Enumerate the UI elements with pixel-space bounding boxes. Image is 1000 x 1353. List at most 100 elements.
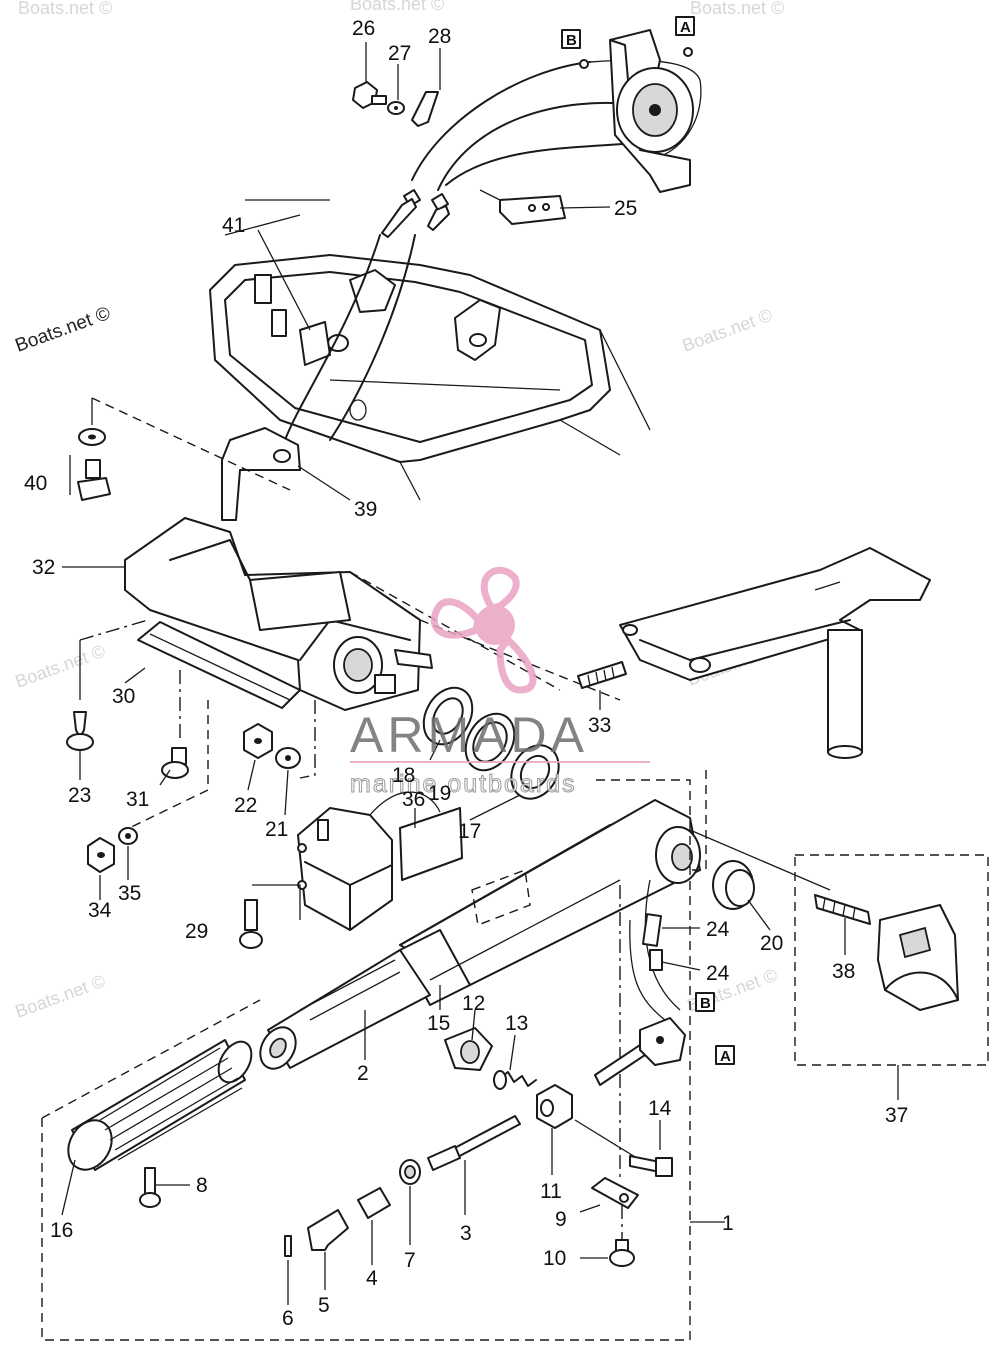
callout-number: 31	[126, 788, 149, 811]
arm-edge	[814, 581, 841, 591]
watermark-text: Boats.net ©	[690, 0, 784, 18]
bolt-washer-group	[69, 397, 291, 501]
screw-part	[139, 1167, 190, 1208]
callout-number: 11	[540, 1180, 562, 1203]
leader-line	[247, 759, 256, 791]
ref-box-b	[695, 992, 715, 1012]
frame-line	[559, 419, 621, 456]
wire-sleeve	[649, 949, 663, 971]
callout-number: 26	[352, 17, 375, 40]
washer-hole	[88, 434, 96, 440]
callout-number: 36	[402, 788, 425, 811]
throttle-grip	[61, 1039, 253, 1216]
callout-number: 5	[318, 1294, 330, 1317]
leader-line	[252, 884, 301, 920]
callout-number: 19	[428, 782, 451, 805]
pulley-bracket	[609, 29, 691, 193]
leader-line	[159, 769, 171, 786]
ref-label-a: A	[680, 19, 691, 36]
engine-frame	[209, 199, 651, 501]
throttle-cable-assembly: B A	[352, 16, 702, 238]
callout-number: 24	[706, 918, 730, 941]
switch-wire	[629, 919, 666, 1021]
knob-face	[898, 926, 932, 959]
frame-mount	[454, 299, 501, 361]
bolt-head	[77, 477, 111, 501]
callout-number: 18	[392, 764, 415, 787]
callout-number: 22	[234, 794, 257, 817]
leader-line	[257, 229, 311, 331]
screw-head	[66, 733, 94, 751]
callout-number: 6	[282, 1307, 294, 1330]
leader-line	[471, 1009, 476, 1041]
link-end	[427, 1145, 461, 1171]
label-area	[471, 869, 531, 926]
screw-shank	[144, 1167, 156, 1195]
housing-tab	[394, 649, 433, 669]
washer-hole	[125, 833, 131, 839]
spring-end	[493, 1070, 507, 1090]
nut-part	[87, 837, 115, 873]
dashed-guide	[79, 619, 149, 641]
stud-body	[814, 894, 871, 925]
ref-box-b	[561, 29, 581, 49]
callout-number: 27	[388, 42, 411, 65]
group-box	[690, 770, 707, 871]
friction-plate	[124, 621, 301, 709]
pin-part	[284, 1235, 292, 1305]
frame-mount	[299, 321, 331, 366]
switch-wire	[369, 791, 441, 816]
pivot-cap	[712, 860, 771, 931]
leader-line	[559, 206, 611, 209]
ring-inner	[432, 697, 464, 735]
callout-number: 40	[24, 472, 47, 495]
arm-hole	[622, 624, 638, 636]
spring-part	[493, 1070, 537, 1090]
logo-tagline: marine outboards	[350, 770, 577, 798]
grommet-hole	[404, 1165, 416, 1179]
callout-number: 32	[32, 556, 55, 579]
callout-number: 21	[265, 818, 288, 841]
frame-line	[599, 329, 651, 431]
friction-bore	[460, 1040, 480, 1064]
throttle-shaft	[259, 949, 431, 1070]
clamp-body	[536, 1084, 573, 1129]
callout-number: 8	[196, 1174, 208, 1197]
callout-number: 12	[462, 992, 485, 1015]
cable-line	[329, 234, 416, 441]
arm-body	[619, 547, 931, 681]
callout-number: 14	[648, 1097, 672, 1120]
ref-label-b: B	[566, 32, 577, 49]
grip-ribs	[99, 1047, 243, 1161]
seal-ring	[422, 686, 474, 746]
steering-shaft	[827, 629, 863, 753]
bracket-hole	[542, 203, 550, 211]
tiller-bracket-housing	[124, 517, 621, 711]
frame-boss	[271, 309, 287, 337]
housing-tab	[374, 674, 396, 694]
watermark-text: Boats.net ©	[680, 305, 775, 356]
callout-number: 33	[588, 714, 611, 737]
screw-head	[239, 931, 263, 949]
grip-end	[217, 1040, 253, 1084]
bracket-hole	[528, 204, 536, 212]
arm-edge	[639, 619, 851, 661]
tiller-edge	[429, 879, 621, 981]
bracket-hole	[273, 449, 291, 463]
callout-number: 20	[760, 932, 783, 955]
watermark-text: Boats.net ©	[13, 641, 108, 692]
callout-number: 16	[50, 1219, 73, 1242]
housing-channel	[249, 571, 351, 631]
tiller-pivot-hole	[671, 843, 693, 871]
throttle-pulley	[609, 29, 694, 193]
shaft-end	[827, 745, 863, 759]
housing-edge	[169, 539, 251, 581]
nut-hole	[97, 852, 105, 858]
plate-body	[137, 621, 301, 709]
callout-number: 15	[427, 1012, 450, 1035]
nut-hole	[254, 738, 262, 744]
washer-hole	[285, 755, 291, 761]
knob-body	[877, 904, 959, 1011]
frame-line	[399, 461, 421, 501]
callout-number: 25	[614, 197, 637, 220]
